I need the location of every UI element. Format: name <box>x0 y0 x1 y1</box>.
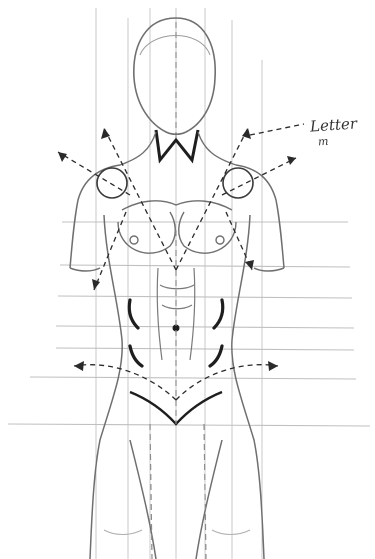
annotation-sublabel: m <box>318 135 330 149</box>
shoulder-joints <box>97 168 253 198</box>
annotation-label: Letter <box>309 114 357 135</box>
torso-outline <box>70 165 284 559</box>
horizontal-guides <box>8 222 370 426</box>
arrow-heads <box>58 128 296 371</box>
chest <box>118 201 236 253</box>
direction-arrows <box>58 124 304 400</box>
vertical-guides <box>96 8 262 559</box>
